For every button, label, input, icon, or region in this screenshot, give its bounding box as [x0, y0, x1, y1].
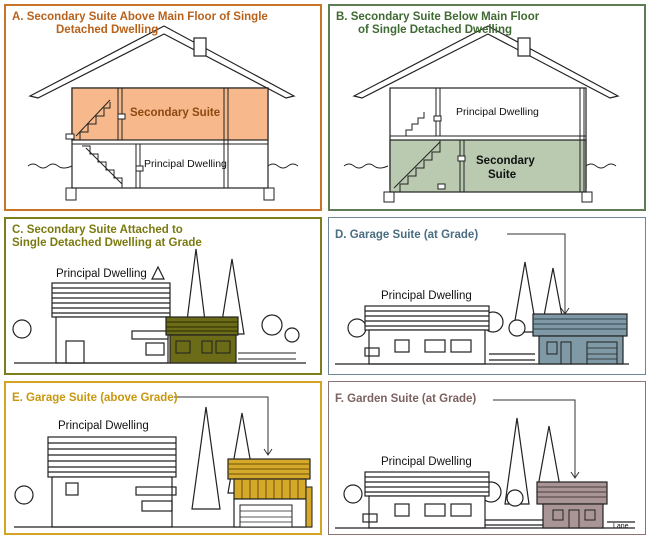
panel-b-suite-below: B. Secondary Suite Below Main Floor of S…	[328, 4, 646, 211]
panel-d-title: D. Garage Suite (at Grade)	[335, 229, 479, 241]
panel-c-title-line2: Single Detached Dwelling at Grade	[12, 237, 202, 249]
panel-a-title-line1: A. Secondary Suite Above Main Floor of S…	[12, 11, 268, 23]
panel-b-title-line2: of Single Detached Dwelling	[358, 24, 512, 36]
label-principal-dwelling-b: Principal Dwelling	[456, 106, 539, 118]
label-principal-dwelling-e: Principal Dwelling	[58, 420, 149, 432]
panel-a-suite-above: A. Secondary Suite Above Main Floor of S…	[4, 4, 322, 211]
panel-e-garage-suite-above: E. Garage Suite (above Grade) Principal …	[4, 381, 322, 535]
panel-c-title-line1: C. Secondary Suite Attached to	[12, 224, 183, 236]
label-lane-f: Lane	[613, 523, 629, 530]
elevation-drawing-c	[12, 248, 306, 364]
garage-suite-d	[532, 313, 628, 365]
label-secondary-suite-b-line1: Secondary	[476, 155, 535, 167]
attached-suite-c	[165, 316, 239, 364]
label-principal-dwelling-a: Principal Dwelling	[144, 158, 227, 170]
panel-d-garage-suite-grade: D. Garage Suite (at Grade) Principal Dwe…	[328, 217, 646, 375]
elevation-drawing-f	[335, 399, 635, 529]
panel-c-attached-suite: C. Secondary Suite Attached to Single De…	[4, 217, 322, 375]
panel-f-title: F. Garden Suite (at Grade)	[335, 393, 477, 405]
garage-suite-above-e	[227, 458, 313, 528]
panel-f-garden-suite: F. Garden Suite (at Grade) Principal Dwe…	[328, 381, 646, 535]
section-drawing-b	[343, 25, 620, 203]
section-drawing-a	[27, 25, 299, 201]
elevation-drawing-d	[335, 233, 629, 365]
panel-e-title: E. Garage Suite (above Grade)	[12, 392, 178, 404]
elevation-drawing-e	[14, 396, 313, 528]
label-secondary-suite-b-line2: Suite	[488, 169, 517, 181]
label-secondary-suite-a: Secondary Suite	[130, 107, 221, 119]
label-principal-dwelling-c: Principal Dwelling	[56, 268, 147, 280]
panel-b-title-line1: B. Secondary Suite Below Main Floor	[336, 11, 540, 23]
label-principal-dwelling-d: Principal Dwelling	[381, 290, 472, 302]
panel-a-title-line2: Detached Dwelling	[56, 24, 159, 36]
garden-suite-f	[536, 481, 608, 529]
secondary-suite-area-b	[389, 139, 587, 193]
label-principal-dwelling-f: Principal Dwelling	[381, 456, 472, 468]
